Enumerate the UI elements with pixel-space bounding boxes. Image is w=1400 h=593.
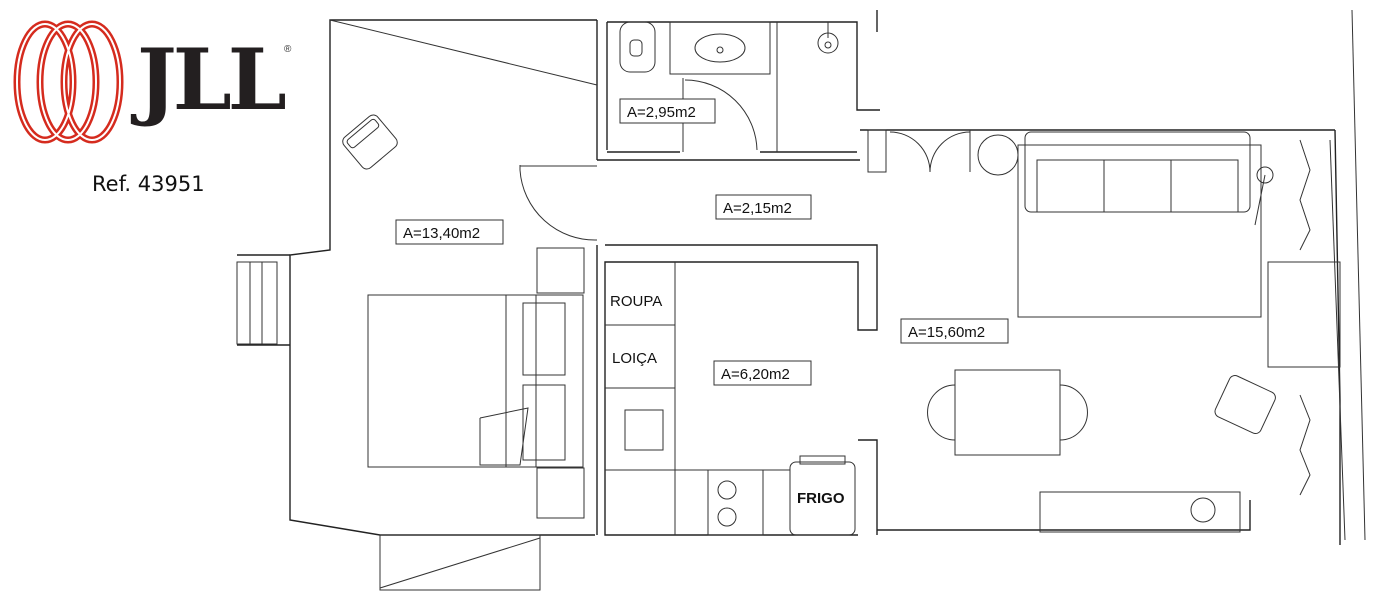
reference-number: Ref. 43951 (92, 172, 205, 196)
living-walls (860, 9, 1366, 545)
bathroom-walls (606, 10, 880, 153)
svg-text:A=13,40m2: A=13,40m2 (403, 225, 480, 242)
armchair-bedroom (342, 114, 398, 170)
svg-text:A=2,95m2: A=2,95m2 (627, 104, 696, 121)
label-hall: A=2,15m2 (715, 194, 812, 220)
bed (367, 247, 585, 519)
label-loica: LOIÇA (612, 350, 657, 367)
label-bathroom: A=2,95m2 (619, 98, 716, 124)
kitchen-walls (597, 159, 878, 536)
svg-text:A=15,60m2: A=15,60m2 (908, 324, 985, 341)
bedroom-walls (236, 19, 598, 591)
label-kitchen: A=6,20m2 (713, 360, 812, 386)
registered-mark: ® (284, 44, 292, 55)
label-frigo: FRIGO (797, 490, 845, 507)
jll-logo-icon (13, 20, 124, 144)
logo-ring-gaps (16, 23, 121, 141)
label-living: A=15,60m2 (900, 318, 1009, 344)
label-bedroom: A=13,40m2 (395, 219, 504, 245)
svg-text:A=6,20m2: A=6,20m2 (721, 366, 790, 383)
logo-wordmark: JLL (137, 30, 287, 129)
label-roupa: ROUPA (610, 293, 662, 310)
svg-text:A=2,15m2: A=2,15m2 (723, 200, 792, 217)
bedroom-door (519, 165, 598, 241)
bathroom-door (684, 79, 758, 151)
